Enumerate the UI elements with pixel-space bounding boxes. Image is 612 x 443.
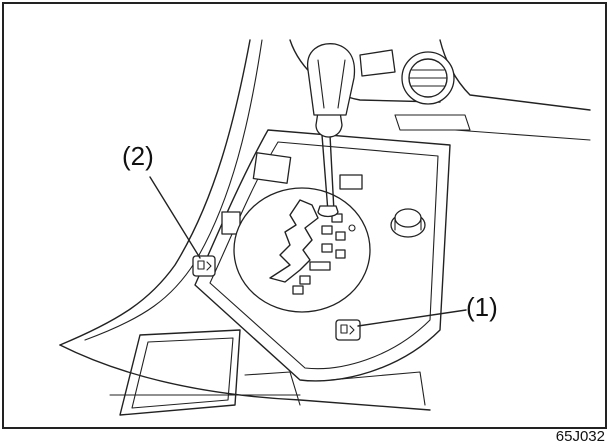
callout-label-2: (2)	[122, 141, 154, 171]
rotary-knob-icon	[390, 208, 426, 238]
leader-line-2	[149, 176, 201, 259]
shifter-plate	[194, 129, 451, 382]
gear-pattern-panel	[233, 187, 371, 313]
console-outline	[59, 39, 591, 416]
switch-1	[335, 319, 361, 341]
shift-lever	[307, 43, 356, 218]
vent-knob-icon	[401, 51, 455, 105]
leader-line-1	[357, 309, 467, 327]
switch-2	[192, 255, 216, 277]
figure-code: 65J032	[556, 428, 605, 443]
callout-label-1: (1)	[466, 292, 498, 322]
